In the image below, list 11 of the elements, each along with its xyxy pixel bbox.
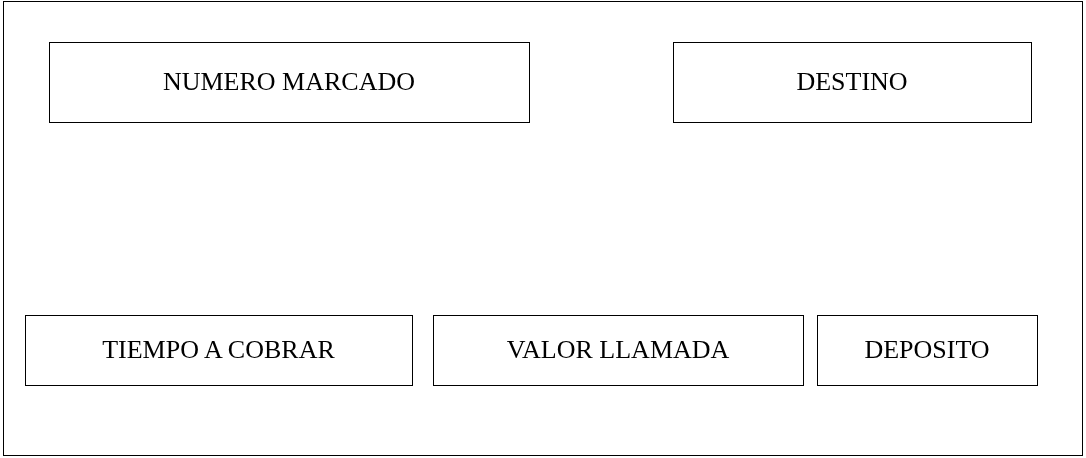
box-label: DESTINO: [796, 67, 908, 97]
box-label: TIEMPO A COBRAR: [102, 335, 335, 365]
text-box: [672, 41, 1032, 123]
box-label: DEPOSITO: [864, 335, 990, 365]
text-box: [48, 41, 530, 123]
frame-box: [3, 1, 1083, 456]
text-box: [24, 314, 413, 386]
text-box: [816, 314, 1038, 386]
text-box: [432, 314, 804, 386]
box-label: NUMERO MARCADO: [162, 67, 416, 97]
box-label: VALOR LLAMADA: [506, 335, 730, 365]
